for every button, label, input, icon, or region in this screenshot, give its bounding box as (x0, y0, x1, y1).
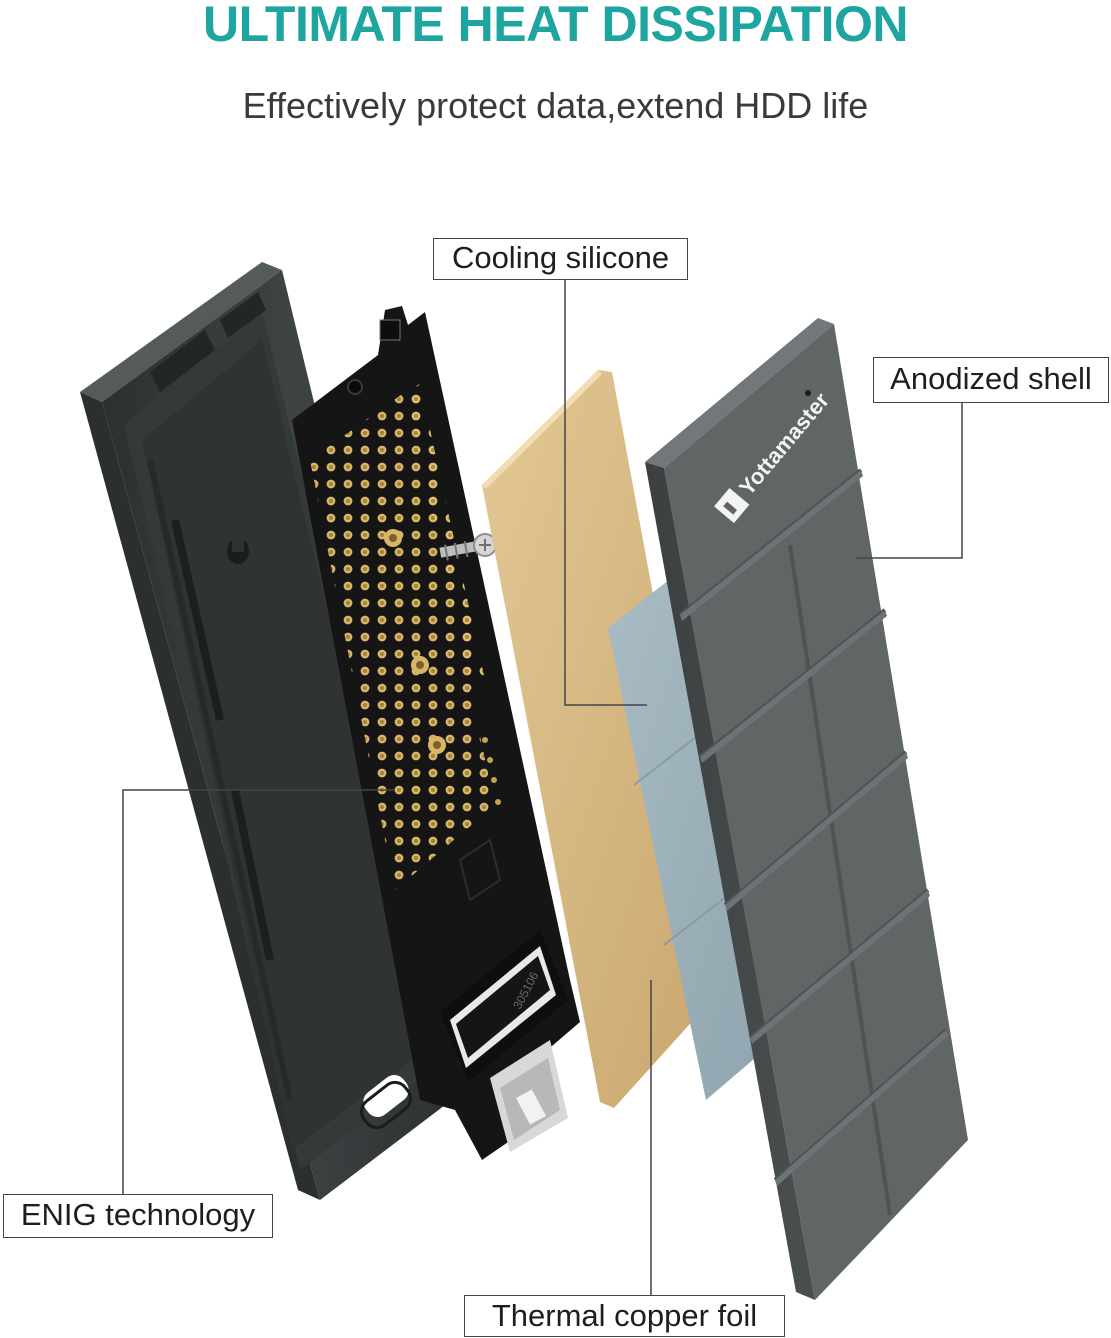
thermal-copper-foil (482, 370, 725, 1108)
brand-logo-icon (714, 487, 750, 524)
leader-cooling-silicone (564, 280, 647, 706)
subheadline: Effectively protect data,extend HDD life (242, 85, 869, 126)
anodized-shell: Yottamaster (645, 318, 968, 1300)
leader-enig-technology (122, 789, 395, 1194)
label-anodized-shell: Anodized shell (873, 357, 1109, 403)
label-cooling-silicone: Cooling silicone (433, 238, 688, 280)
aluminium-tray (80, 262, 478, 1200)
label-thermal-copper-foil: Thermal copper foil (464, 1295, 785, 1337)
pcb-board: 305106 (292, 306, 580, 1160)
leader-lines (122, 280, 963, 1295)
headline: ULTIMATE HEAT DISSIPATION (202, 0, 909, 52)
leader-anodized-shell (856, 403, 963, 559)
screw (439, 533, 497, 561)
label-enig-technology: ENIG technology (3, 1194, 273, 1238)
